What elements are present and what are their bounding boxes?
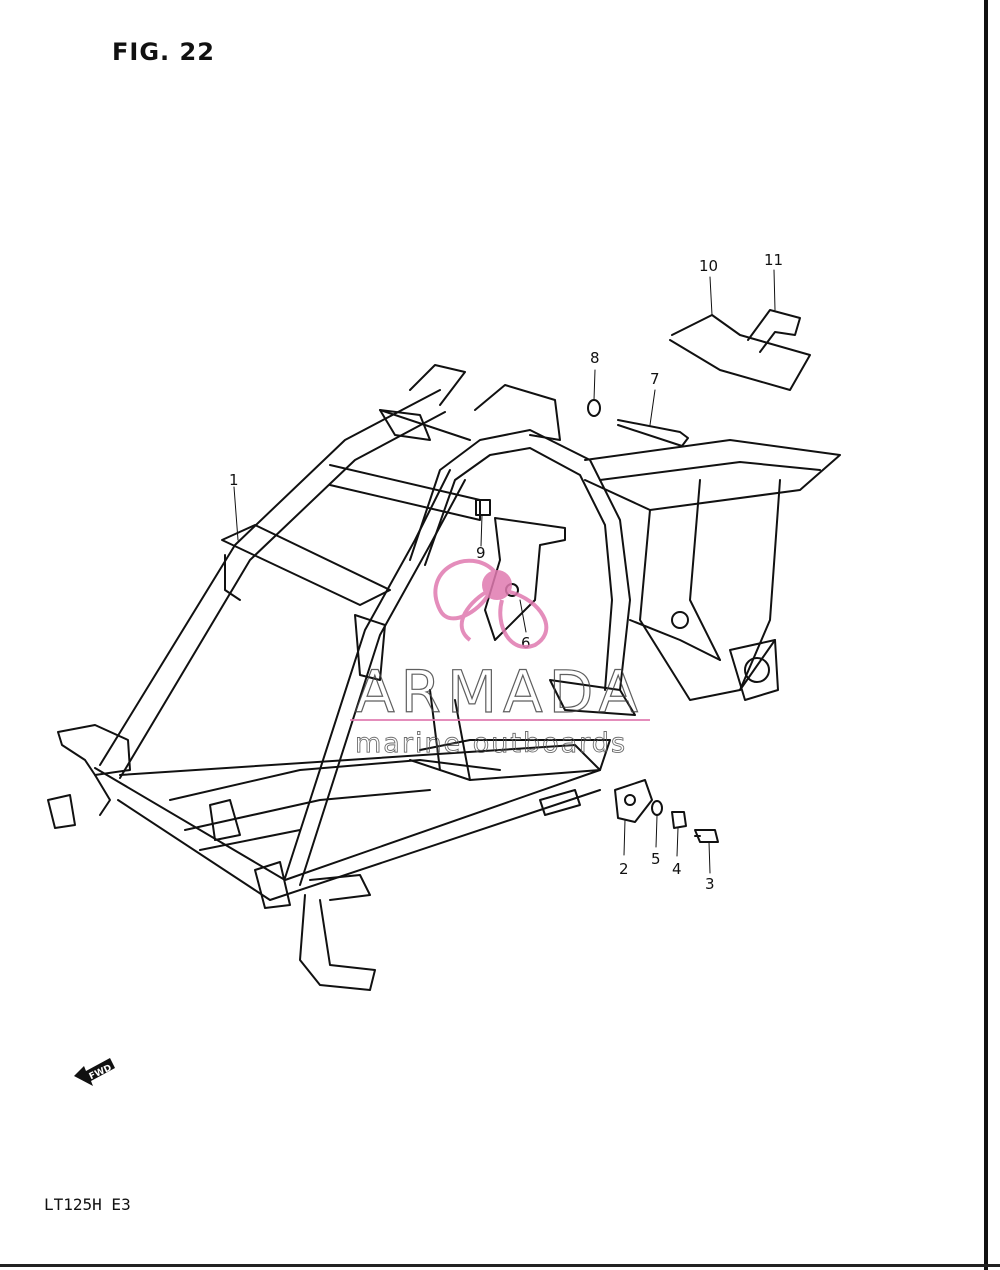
watermark-brand: ARMADA [355, 658, 644, 726]
callout-8: 8 [590, 349, 600, 367]
page-border-right [984, 0, 988, 1270]
watermark-tagline: marine outboards [355, 728, 627, 759]
clamp-part-11 [747, 309, 801, 353]
callout-6: 6 [521, 634, 531, 652]
model-code: LT125H E3 [44, 1195, 131, 1214]
cover-part-10 [669, 314, 811, 391]
main-hoop [409, 429, 631, 691]
bolt-part-3 [694, 829, 719, 843]
cross-member-upper [221, 409, 481, 606]
nut-part-4 [671, 811, 687, 829]
fwd-direction-marker: FWD [74, 1058, 115, 1086]
callout-4: 4 [672, 860, 682, 878]
watermark: ARMADA marine outboards [350, 558, 650, 759]
callout-10: 10 [699, 257, 718, 275]
hardware-parts [475, 309, 811, 843]
callout-3: 3 [705, 875, 715, 893]
rear-subframe [584, 439, 841, 701]
engine-mount [409, 679, 636, 816]
figure-title: FIG. 22 [112, 38, 215, 66]
watermark-logo-icon [433, 558, 549, 649]
front-bracket-left [47, 724, 131, 829]
plate-part-2 [614, 779, 653, 823]
side-plates [209, 614, 386, 841]
front-foot-bracket [254, 861, 376, 991]
callout-9: 9 [476, 544, 486, 562]
top-brackets [379, 364, 561, 441]
callout-1: 1 [229, 471, 239, 489]
callout-11: 11 [764, 251, 783, 269]
arrow-left-icon [74, 1058, 115, 1086]
washer-part-5 [651, 800, 663, 816]
nut-part-9 [475, 499, 491, 516]
bolt-part-7 [617, 419, 689, 447]
washer-part-8 [587, 399, 601, 417]
callout-2: 2 [619, 860, 629, 878]
callout-5: 5 [651, 850, 661, 868]
callout-7: 7 [650, 370, 660, 388]
leader-lines [233, 269, 776, 874]
front-down-tubes [99, 389, 466, 886]
page-border-bottom [0, 1264, 1000, 1267]
